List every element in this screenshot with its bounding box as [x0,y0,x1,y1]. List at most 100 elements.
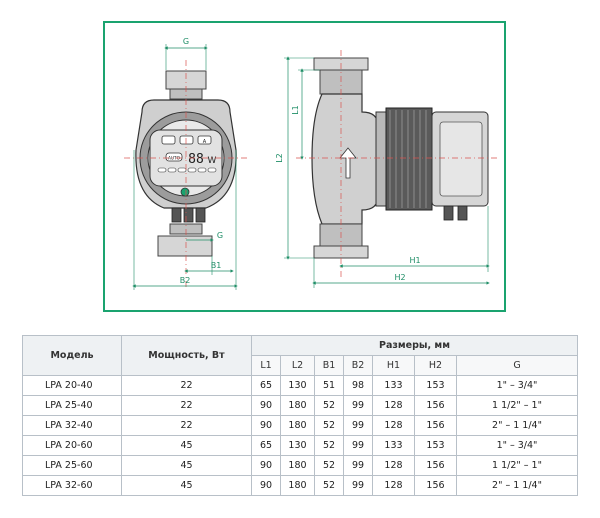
subheader-l2: L2 [280,355,315,376]
cell-h1: 128 [372,415,415,436]
cell-g: 2" – 1 1/4" [456,415,578,436]
cell-g: 1 1/2" – 1" [456,395,578,416]
table-row: LPA 32-40 22 90 180 52 99 128 156 2" – 1… [22,415,578,436]
subheader-b1: B1 [314,355,344,376]
cell-b1: 52 [314,395,344,416]
motor-fins [385,107,433,211]
cell-b2: 99 [343,475,373,496]
dim-b2-label: B2 [180,276,191,285]
header-power: Мощность, Вт [121,335,252,376]
cell-power: 45 [121,455,252,476]
cell-b2: 99 [343,395,373,416]
cell-b1: 52 [314,455,344,476]
subheader-h2: H2 [414,355,457,376]
cell-h2: 156 [414,415,457,436]
cell-power: 22 [121,395,252,416]
dim-g-bottom-label: G [217,231,223,240]
table-row: LPA 20-40 22 65 130 51 98 133 153 1" – 3… [22,375,578,396]
cell-h1: 128 [372,475,415,496]
cell-h2: 156 [414,455,457,476]
cell-l2: 180 [280,415,315,436]
pump-housing [311,93,379,225]
motor-flange [375,111,387,207]
indicator-led [177,167,187,173]
indicator-led [157,167,167,173]
spec-table: Модель Мощность, Вт Размеры, мм L1 L2 B1… [22,335,578,496]
side-view: L1 L2 H1 H2 [275,50,500,288]
table-row: LPA 20-60 45 65 130 52 99 133 153 1" – 3… [22,435,578,456]
subheader-g: G [456,355,578,376]
panel-a-label: A [203,139,207,145]
indicator-led [197,167,207,173]
control-box-cover [439,121,483,197]
cell-l1: 65 [251,375,281,396]
front-view: A AUTO 88 W G G B1 [124,37,248,290]
cell-h2: 156 [414,395,457,416]
cell-l1: 90 [251,395,281,416]
cell-l2: 130 [280,375,315,396]
dim-l2-label: L2 [275,153,284,163]
table-subheader-row: L1 L2 B1 B2 H1 H2 G [23,355,578,376]
panel-button [161,135,176,145]
cable-gland [183,207,194,223]
cell-h1: 128 [372,455,415,476]
subheader-h1: H1 [372,355,415,376]
cell-h2: 153 [414,375,457,396]
drawing-frame [103,21,506,312]
side-cable-gland [457,205,468,221]
table-row: LPA 25-60 45 90 180 52 99 128 156 1 1/2"… [22,455,578,476]
table-row: LPA 25-40 22 90 180 52 99 128 156 1 1/2"… [22,395,578,416]
cell-model: LPA 25-40 [22,395,122,416]
dim-b1-label: B1 [211,261,222,270]
indicator-led [167,167,177,173]
cable-gland [171,207,182,223]
cell-l2: 130 [280,435,315,456]
cell-l1: 65 [251,435,281,456]
cell-b1: 52 [314,475,344,496]
cell-h1: 133 [372,375,415,396]
cell-power: 22 [121,415,252,436]
cable-gland [195,207,206,223]
cell-model: LPA 32-60 [22,475,122,496]
bottom-flange [157,235,213,257]
cell-model: LPA 32-40 [22,415,122,436]
cell-h1: 128 [372,395,415,416]
header-dimensions: Размеры, мм [251,335,578,356]
pump-dimension-drawing: A AUTO 88 W G G B1 [103,21,506,312]
cell-model: LPA 25-60 [22,455,122,476]
cell-g: 1" – 3/4" [456,375,578,396]
auto-badge [165,152,183,162]
indicator-led [187,167,197,173]
cell-b1: 51 [314,375,344,396]
dim-h1-label: H1 [409,256,420,265]
subheader-b2: B2 [343,355,373,376]
header-model: Модель [22,335,122,376]
cell-b1: 52 [314,415,344,436]
dim-g-top-label: G [183,37,189,46]
dim-l1-label: L1 [291,105,300,115]
panel-button-a [197,135,212,145]
cell-b2: 99 [343,455,373,476]
cell-model: LPA 20-60 [22,435,122,456]
cell-h2: 156 [414,475,457,496]
display-unit: W [208,156,217,166]
cell-power: 45 [121,475,252,496]
dim-h2-label: H2 [394,273,405,282]
motor-fin-lines [389,110,427,208]
panel-button [179,135,194,145]
cell-b2: 99 [343,435,373,456]
cell-g: 1" – 3/4" [456,435,578,456]
cell-l1: 90 [251,455,281,476]
cell-power: 45 [121,435,252,456]
cell-l2: 180 [280,455,315,476]
table-header-row: Модель Мощность, Вт Размеры, мм [22,335,578,376]
indicator-led [207,167,217,173]
cell-g: 2" – 1 1/4" [456,475,578,496]
subheader-l1: L1 [251,355,281,376]
power-indicator [180,187,190,197]
cell-b2: 98 [343,375,373,396]
cell-l1: 90 [251,415,281,436]
auto-label: AUTO [168,156,181,162]
cell-l2: 180 [280,395,315,416]
cell-b1: 52 [314,435,344,456]
